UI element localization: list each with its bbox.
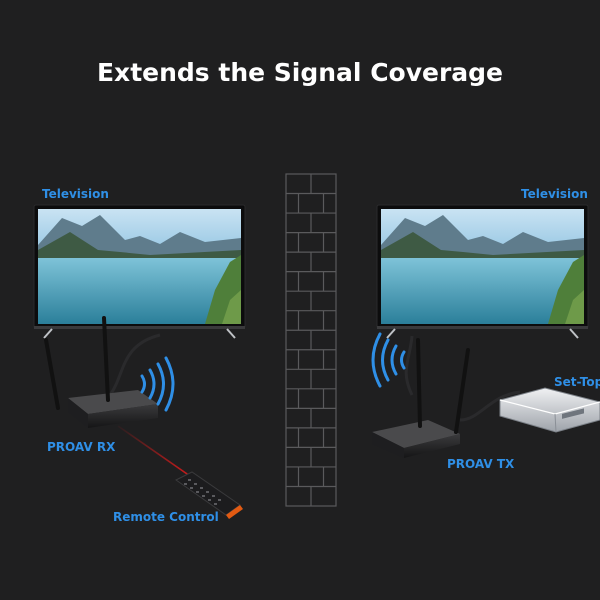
- label-remote-control: Remote Control: [113, 510, 219, 524]
- proav-rx-device: [44, 316, 158, 428]
- antenna-icon: [416, 338, 470, 434]
- label-television-left: Television: [42, 187, 109, 201]
- proav-tx-device: [372, 338, 470, 458]
- ir-laser-beam: [117, 425, 191, 477]
- set-top-box-icon: [499, 387, 600, 433]
- label-set-top: Set-Top: [554, 375, 600, 389]
- wifi-wave-icon: [371, 332, 406, 388]
- television-left: [33, 204, 246, 339]
- hdmi-cable-rx: [108, 333, 161, 396]
- hdmi-cable-tx-out: [459, 390, 521, 422]
- label-proav-rx: PROAV RX: [47, 440, 116, 454]
- brick-wall-icon: [285, 173, 337, 507]
- antenna-icon: [44, 316, 110, 410]
- remote-control-icon: [175, 471, 243, 519]
- page-title: Extends the Signal Coverage: [96, 58, 504, 87]
- hdmi-cable-tx-in: [404, 335, 414, 396]
- wifi-wave-icon: [140, 356, 175, 412]
- label-television-right: Television: [521, 187, 588, 201]
- label-proav-tx: PROAV TX: [447, 457, 515, 471]
- television-right: [376, 204, 589, 339]
